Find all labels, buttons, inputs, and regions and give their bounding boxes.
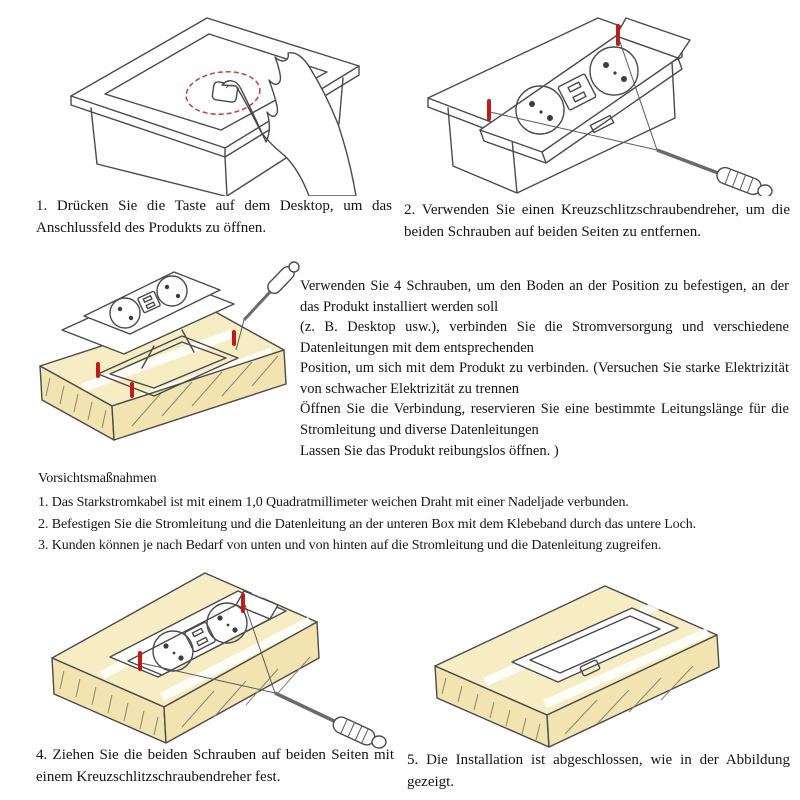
power-socket-icon <box>109 297 141 329</box>
usb-ports-icon <box>137 290 161 314</box>
pop-up-unit <box>61 271 235 355</box>
button-icon <box>579 659 601 677</box>
precaution-item: 3. Kunden können je nach Bedarf von unte… <box>38 538 662 554</box>
power-socket-icon <box>589 46 639 96</box>
caption-step2: 2. Verwenden Sie einen Kreuzschlitzschra… <box>404 202 790 240</box>
latch-slot <box>589 114 615 134</box>
screwdriver-icon <box>274 691 387 749</box>
power-socket-icon <box>156 275 188 307</box>
figure-step1 <box>55 0 377 196</box>
figure-step5 <box>420 578 790 748</box>
closed-flush-panel <box>511 607 679 683</box>
hand-icon <box>221 51 357 196</box>
closed-unit-hand-illustration <box>70 17 360 196</box>
note-segment: Öffnen Sie die Verbindung, reservieren S… <box>300 401 789 439</box>
exploded-mounting-illustration <box>39 261 300 441</box>
precaution-item: 1. Das Starkstromkabel ist mit einem 1,0… <box>38 494 629 510</box>
caption-step1: 1. Drücken Sie die Taste auf dem Desktop… <box>36 198 392 236</box>
note-segment: Verwenden Sie 4 Schrauben, um den Boden … <box>300 278 789 315</box>
figure-step3 <box>22 258 312 473</box>
figure-step4 <box>32 565 402 750</box>
precautions-title: Vorsichtsmaßnahmen <box>38 471 157 486</box>
mounting-frame <box>97 329 239 397</box>
pop-up-panel <box>479 17 691 164</box>
desk-unit-body <box>90 77 344 196</box>
unit-body <box>447 61 676 194</box>
pointer-lines <box>489 35 658 151</box>
installation-note: Verwenden Sie 4 Schrauben, um den Boden … <box>300 276 789 461</box>
screwdriver-icon <box>235 261 300 351</box>
open-unit-illustration <box>427 17 773 196</box>
note-segment: Lassen Sie das Produkt reibungslos öffne… <box>300 442 559 459</box>
figure-step2 <box>420 0 790 196</box>
pointer-lines <box>140 598 276 694</box>
precaution-item: 2. Befestigen Sie die Stromleitung und d… <box>38 516 696 532</box>
finished-installation-illustration <box>434 585 720 748</box>
power-socket-icon <box>515 85 565 135</box>
caption-step4: 4. Ziehen Sie die beiden Schrauben auf b… <box>36 747 394 785</box>
usb-ports-icon <box>557 73 597 111</box>
note-segment: Position, um sich mit dem Produkt zu ver… <box>300 360 789 397</box>
button-highlight-circle <box>185 70 261 116</box>
desk-unit-lid <box>70 17 360 158</box>
usb-ports-icon <box>184 621 216 653</box>
tighten-screws-illustration <box>51 572 387 749</box>
screwdriver-icon <box>656 148 773 196</box>
note-segment: (z. B. Desktop usw.), verbinden Sie die … <box>300 319 789 356</box>
caption-step5: 5. Die Installation ist abgeschlossen, w… <box>407 752 790 790</box>
precautions-section: Vorsichtsmaßnahmen 1. Das Starkstromkabe… <box>38 468 786 557</box>
